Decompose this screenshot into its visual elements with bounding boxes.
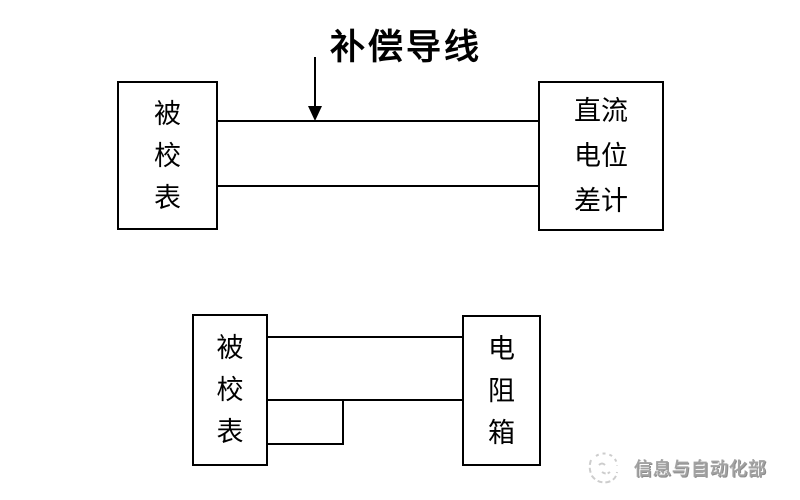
watermark-text: 信息与自动化部 [634,459,767,479]
dc-potentiometer-box: 直流 电位 差计 [538,81,664,231]
bottom-diagram-middle-wire [268,399,462,401]
box-label-line: 表 [154,182,181,213]
box-label-line: 直流 [574,95,628,126]
box-label-line: 电位 [574,140,628,171]
top-diagram-upper-wire [218,120,538,122]
bottom-diagram-branch-vertical-wire [342,399,344,445]
meter-under-test-box-bottom: 被 校 表 [192,314,268,466]
down-arrow-line [314,57,316,107]
box-label-line: 差计 [574,185,628,216]
watermark: 信息与自动化部 [582,446,767,490]
box-label-line: 表 [216,417,244,447]
meter-under-test-box-top: 被 校 表 [117,81,218,230]
box-label-line: 校 [154,140,181,171]
compensation-wire-label: 补偿导线 [330,28,483,67]
faint-sketch-logo-icon [588,452,618,484]
box-label-line: 箱 [488,417,515,448]
box-label-line: 被 [216,333,244,363]
bottom-diagram-branch-horizontal-wire [268,443,344,445]
box-label-line: 校 [216,375,244,405]
resistance-box: 电 阻 箱 [462,315,541,466]
box-label-line: 阻 [488,375,515,406]
box-label-line: 电 [488,333,515,364]
bottom-diagram-upper-wire [268,336,462,338]
box-label-line: 被 [154,98,181,129]
down-arrow-icon [308,106,322,121]
top-diagram-lower-wire [218,185,538,187]
